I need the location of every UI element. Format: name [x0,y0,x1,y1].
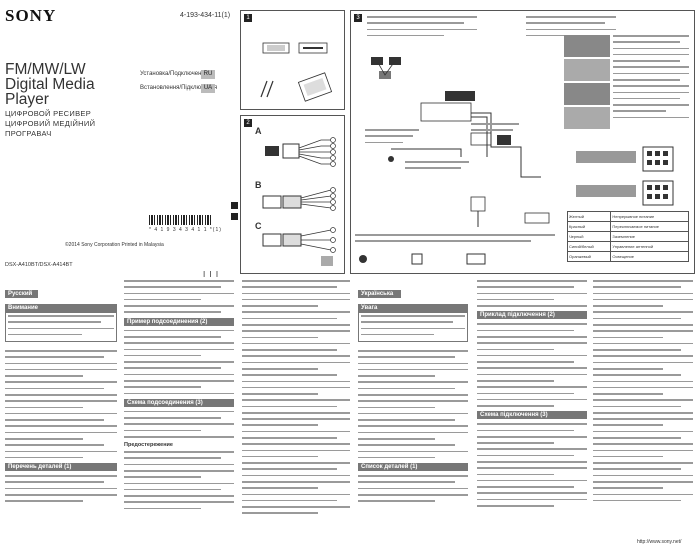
body-text [477,423,587,507]
section-header-warning: Увага [358,304,468,312]
panel-number: 1 [244,14,252,22]
subtitle-line-2: ЦИФРОВИЙ МЕДІЙНИЙ [5,119,96,128]
wire-function: Переключаемое питание [610,221,689,232]
language-header: Русский [5,290,38,298]
footnote-block [355,234,555,247]
wire-function: Освещение [610,251,689,262]
body-text [358,350,468,459]
body-text [477,280,587,307]
subtitle-line-1: ЦИФРОВОЙ РЕСИВЕР [5,109,91,118]
callout-text [365,129,419,148]
model-number: DSX-A410BT/DSX-A414BT [5,262,73,268]
connection-example-panel: 2 A B C [240,115,345,274]
parts-list-panel: 1 [240,10,345,110]
section-header-parts: Список деталей (1) [358,463,468,472]
panel-number: 3 [354,14,362,22]
parts-illustration [260,42,333,102]
tab-marker [231,213,238,220]
tab-marker [231,202,238,209]
section-header-parts: Перечень деталей (1) [5,463,117,472]
body-text [593,280,693,502]
panel-number: 2 [244,119,252,127]
wire-colour: Оранжевый [566,251,612,262]
ukrainian-column-1: Українська Увага Список деталей (1) [358,290,468,506]
section-header-warning: Внимание [5,304,117,312]
wire-function: Непрерывное питание [610,211,689,222]
language-header: Українська [358,290,401,298]
notes-block [367,16,477,41]
language-label-ru: Установка/Подключение [140,71,209,77]
usage-icons [359,253,486,265]
russian-column-1: Русский Внимание Перечень деталей (1) [5,290,117,506]
fold-marks: I I I [203,270,220,279]
wire-colour: Черный [566,231,612,242]
russian-column-3 [242,280,350,519]
connector-pin-diagram [642,146,674,172]
notes-block [526,16,616,41]
body-text [5,350,117,459]
barcode [149,215,211,225]
body-text [242,280,350,514]
connector-label [576,151,636,163]
wire-function: Заземление [610,231,689,242]
wire-function: Управление антенной [610,241,689,252]
section-header-example: Пример подсоединения (2) [124,317,234,326]
main-wiring [371,57,550,227]
wire-colour: Красный [566,221,612,232]
ukrainian-column-2: Приклад підключення (2) Схема підключенн… [477,280,587,511]
product-subtitle: ЦИФРОВОЙ РЕСИВЕР ЦИФРОВИЙ МЕДІЙНИЙ ПРОГР… [5,109,95,139]
wiring-diagram [262,137,336,266]
callout-text [471,123,519,136]
product-title: FM/MW/LW Digital Media Player [5,61,95,108]
title-line-1: FM/MW/LW [5,61,86,78]
ukrainian-column-3 [593,280,693,506]
wire-colour: Желтый [566,211,612,222]
section-c-label: C [255,221,262,231]
copyright: ©2014 Sony Corporation Printed in Malays… [65,242,164,248]
body-text [124,451,234,510]
warning-box [358,312,468,342]
connector-label [576,185,636,197]
barcode-number: * 4 1 9 3 4 3 4 1 1 *(1) [149,227,222,233]
section-header-diagram: Схема подсоединения (3) [124,398,234,407]
wire-description-column [613,35,689,123]
title-line-2: Digital Media [5,76,95,93]
connection-diagram-panel: 3 [350,10,695,274]
connector-pin-diagram [642,180,674,206]
language-tag-ua: UA [201,84,215,93]
section-header-diagram: Схема підключення (3) [477,411,587,420]
website-url: http://www.sony.net/ [637,539,682,545]
body-text [358,475,468,502]
language-label-ua: Встановлення/Підключення [140,85,218,91]
russian-column-2: Пример подсоединения (2) Схема подсоедин… [124,280,234,514]
sony-logo: SONY [5,6,57,25]
body-text [5,475,117,502]
body-text [124,329,234,395]
wire-colour-column [564,35,610,147]
body-text [124,410,234,438]
section-a-label: A [255,126,262,136]
language-tag-ru: RU [201,70,215,79]
section-header-example: Приклад підключення (2) [477,311,587,320]
title-line-3: Player [5,91,49,108]
subtitle-line-3: ПРОГРАВАЧ [5,129,52,138]
body-text [124,280,234,313]
warning-box [5,312,117,342]
body-text [477,323,587,407]
wire-colour: Синий/белый [566,241,612,252]
callout-text [405,161,469,174]
section-b-label: B [255,180,262,190]
caution-heading: Предостережение [124,442,173,449]
document-code: 4-193-434-11(1) [180,12,231,19]
